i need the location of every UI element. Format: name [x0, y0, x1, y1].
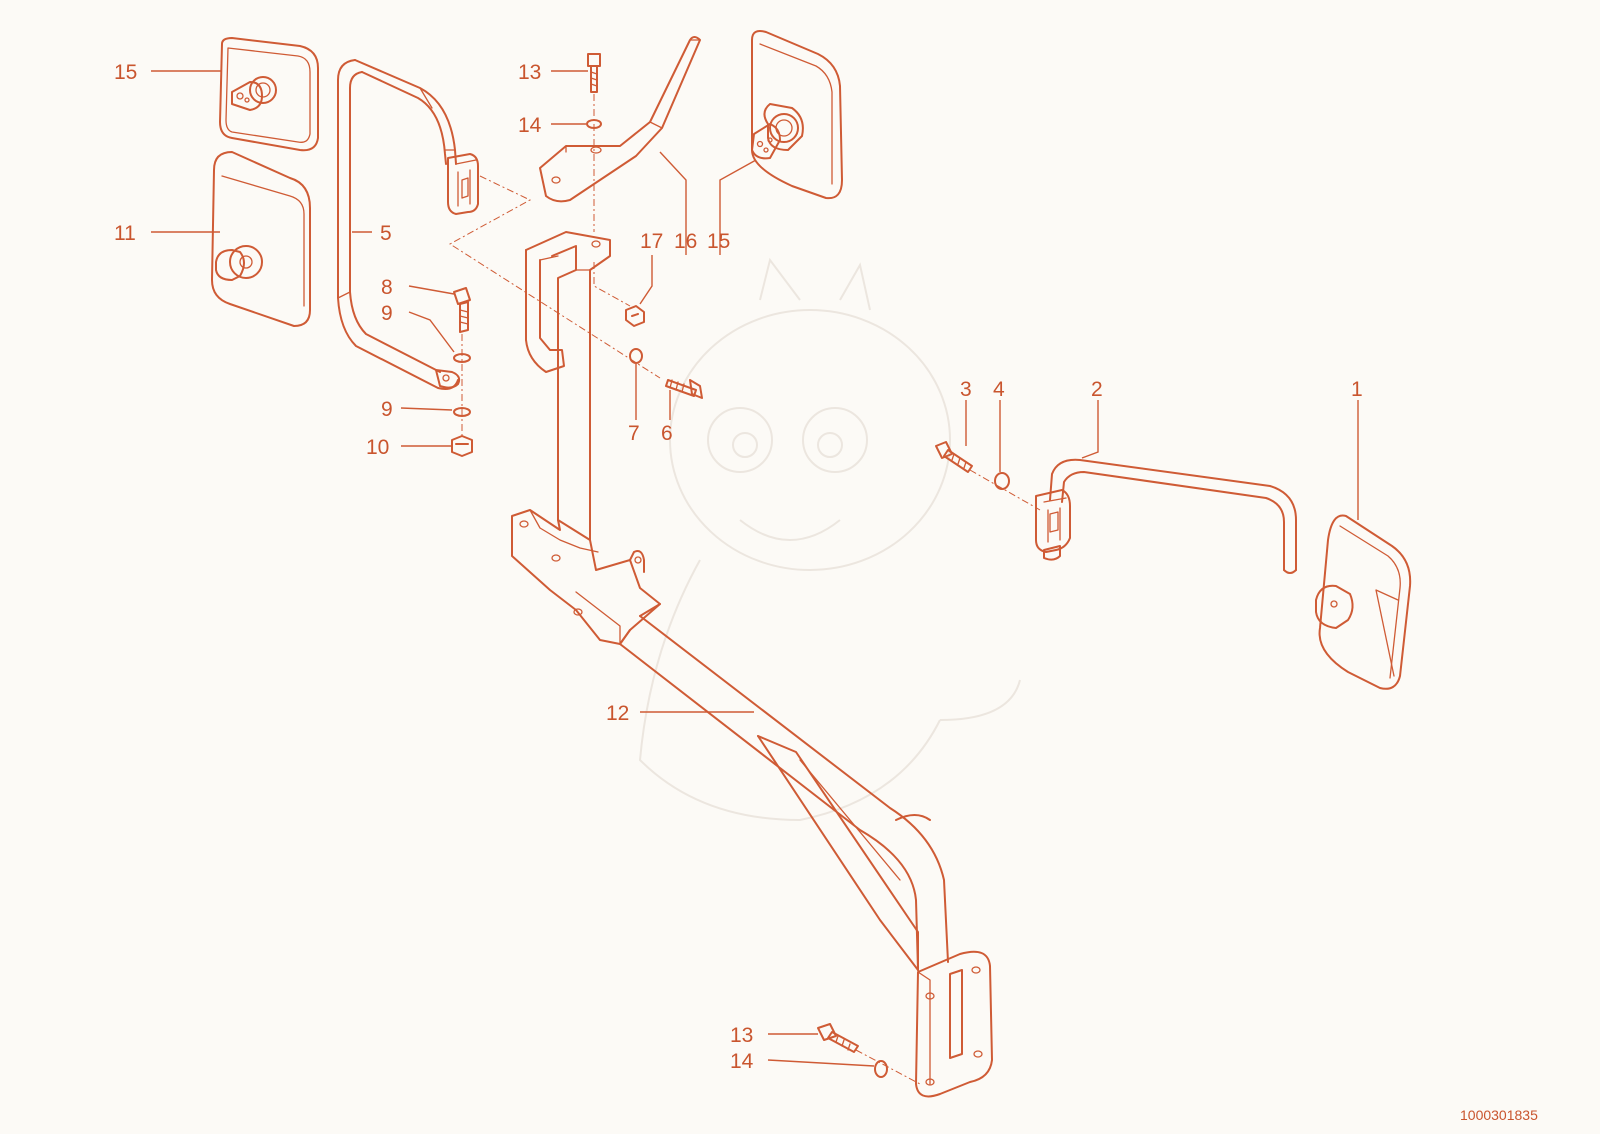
nut-part-10 [451, 435, 473, 457]
callout-14-bottom: 14 [730, 1050, 754, 1073]
washer-part-7 [629, 348, 643, 364]
support-bracket-part-12 [511, 231, 993, 1098]
callout-leaders [151, 70, 1359, 1067]
callout-15-left: 15 [114, 61, 137, 84]
bracket-part-16 [539, 36, 701, 203]
callout-16: 16 [674, 230, 697, 253]
mirror-head-part-1 [1315, 514, 1412, 690]
nut-part-17 [625, 305, 645, 327]
callout-2: 2 [1091, 378, 1103, 401]
callout-17: 17 [640, 230, 663, 253]
assembly-centerlines [449, 94, 1041, 1085]
callout-9-upper: 9 [381, 302, 393, 325]
mirror-head-part-15-right [751, 30, 843, 200]
callout-labels: 15 11 5 13 14 17 16 15 8 9 9 10 7 6 3 4 … [114, 61, 1363, 1073]
callout-14-top: 14 [518, 114, 542, 137]
mirror-arm-part-2 [1035, 458, 1297, 574]
callout-5: 5 [380, 222, 392, 245]
mirror-arm-part-5 [337, 59, 479, 390]
mirror-head-part-15-left [219, 37, 319, 152]
callout-11: 11 [114, 222, 136, 245]
callout-6: 6 [661, 422, 673, 445]
bolt-part-13-bottom [817, 1023, 859, 1053]
callout-3: 3 [960, 378, 972, 401]
washer-part-4 [994, 472, 1010, 490]
washer-part-14-bottom [874, 1060, 888, 1078]
callout-9-lower: 9 [381, 398, 393, 421]
callout-13-top: 13 [518, 61, 541, 84]
bolt-part-6 [665, 379, 703, 399]
mirror-head-part-11 [211, 151, 311, 327]
watermark-dragon [638, 257, 1021, 822]
callout-7: 7 [628, 422, 640, 445]
callout-15-right: 15 [707, 230, 730, 253]
bolt-part-8 [453, 287, 471, 333]
callout-8: 8 [381, 276, 393, 299]
bolt-part-3 [935, 441, 973, 473]
callout-1: 1 [1351, 378, 1363, 401]
callout-13-bottom: 13 [730, 1024, 753, 1047]
callout-4: 4 [993, 378, 1005, 401]
document-number: 1000301835 [1460, 1107, 1538, 1123]
callout-12: 12 [606, 702, 629, 725]
bolt-part-13-top [587, 53, 601, 93]
callout-10: 10 [366, 436, 389, 459]
